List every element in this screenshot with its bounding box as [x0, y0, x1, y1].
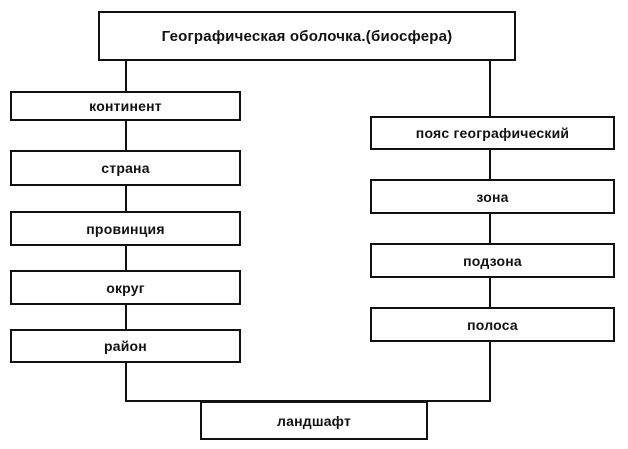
connector-right-1-2	[489, 149, 491, 180]
right-node-belt: пояс географический	[370, 116, 615, 150]
left-node-label: округ	[106, 279, 145, 296]
left-node-province: провинция	[10, 211, 241, 246]
right-node-label: полоса	[467, 316, 518, 333]
left-node-label: континент	[89, 98, 162, 114]
right-node-label: зона	[476, 188, 509, 205]
connector-right-2-3	[489, 213, 491, 244]
connector-left-2-3	[125, 185, 127, 212]
right-node-subzone: подзона	[370, 243, 615, 278]
left-node-label: провинция	[86, 220, 165, 237]
left-node-district: округ	[10, 270, 241, 305]
left-node-continent: континент	[10, 91, 241, 121]
right-node-zone: зона	[370, 179, 615, 214]
left-node-label: страна	[101, 160, 150, 176]
root-node-label: Географическая оболочка.(биосфера)	[161, 27, 453, 45]
connector-left-1-2	[125, 120, 127, 151]
right-node-strip: полоса	[370, 307, 615, 342]
connector-left-to-bottom-vertical	[125, 362, 127, 402]
bottom-node-landscape: ландшафт	[200, 401, 428, 440]
bottom-node-label: ландшафт	[277, 412, 351, 429]
connector-left-3-4	[125, 245, 127, 271]
root-node: Географическая оболочка.(биосфера)	[98, 11, 516, 61]
connector-left-4-5	[125, 304, 127, 330]
connector-root-to-left	[125, 60, 127, 92]
connector-root-to-right	[489, 60, 491, 117]
left-node-region: район	[10, 329, 241, 363]
right-node-label: подзона	[463, 252, 522, 269]
connector-right-3-4	[489, 277, 491, 308]
connector-right-to-bottom-vertical	[489, 341, 491, 402]
left-node-country: страна	[10, 150, 241, 186]
left-node-label: район	[104, 338, 147, 354]
right-node-label: пояс географический	[415, 125, 570, 141]
